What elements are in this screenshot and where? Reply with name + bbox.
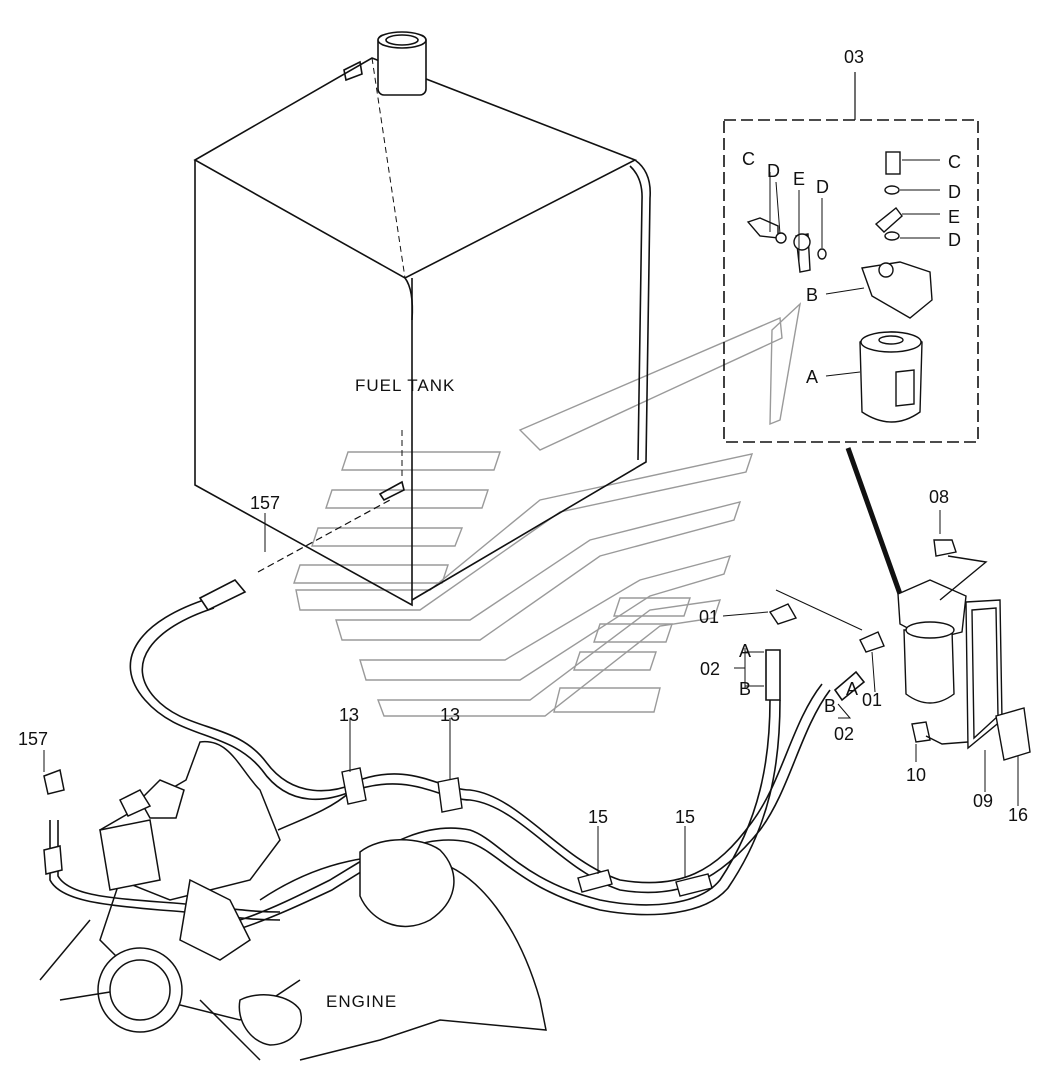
kit-callout-d-right-1: D [948, 182, 961, 202]
filter-kit-parts [746, 151, 933, 423]
kit-callout-b: B [806, 285, 819, 305]
kit-callout-c-left: C [742, 149, 755, 169]
kit-callout-d-left: D [767, 161, 780, 181]
callout-13-right: 13 [440, 705, 461, 725]
fuel-tank [193, 31, 652, 607]
kit-callout-a: A [806, 367, 819, 387]
callout-02-right: 02 [834, 724, 855, 744]
callout-03: 03 [844, 47, 865, 67]
callout-15-left: 15 [588, 807, 609, 827]
callout-01-left: 01 [699, 607, 720, 627]
leader-lines [43, 159, 1019, 878]
kit-callout-c-right: C [948, 152, 961, 172]
callout-02-right-a: A [846, 679, 859, 699]
callout-01-right: 01 [862, 690, 883, 710]
callout-157-top: 157 [250, 493, 281, 513]
filter-kit-box [723, 72, 979, 595]
filter-assembly [768, 539, 1031, 761]
callout-157-left: 157 [18, 729, 49, 749]
callout-09: 09 [973, 791, 994, 811]
callout-15-right: 15 [675, 807, 696, 827]
callout-08: 08 [929, 487, 950, 507]
fuel-hoses [49, 499, 866, 929]
kit-callout-d-right-2: D [948, 230, 961, 250]
kit-callout-e-left: E [793, 169, 806, 189]
callout-16: 16 [1008, 805, 1029, 825]
engine-label: ENGINE [326, 992, 398, 1011]
callout-10: 10 [906, 765, 927, 785]
kit-callout-d-mid: D [816, 177, 829, 197]
callout-02-right-b: B [824, 696, 837, 716]
engine-assembly [39, 741, 547, 1061]
callout-13-left: 13 [339, 705, 360, 725]
fuel-tank-label: FUEL TANK [355, 376, 456, 395]
callout-02-left-a: A [739, 641, 752, 661]
watermark-logo [293, 302, 802, 717]
hose-clamps [341, 767, 713, 897]
callout-02-left-b: B [739, 679, 752, 699]
kit-callout-e-right: E [948, 207, 961, 227]
callout-02-left: 02 [700, 659, 721, 679]
